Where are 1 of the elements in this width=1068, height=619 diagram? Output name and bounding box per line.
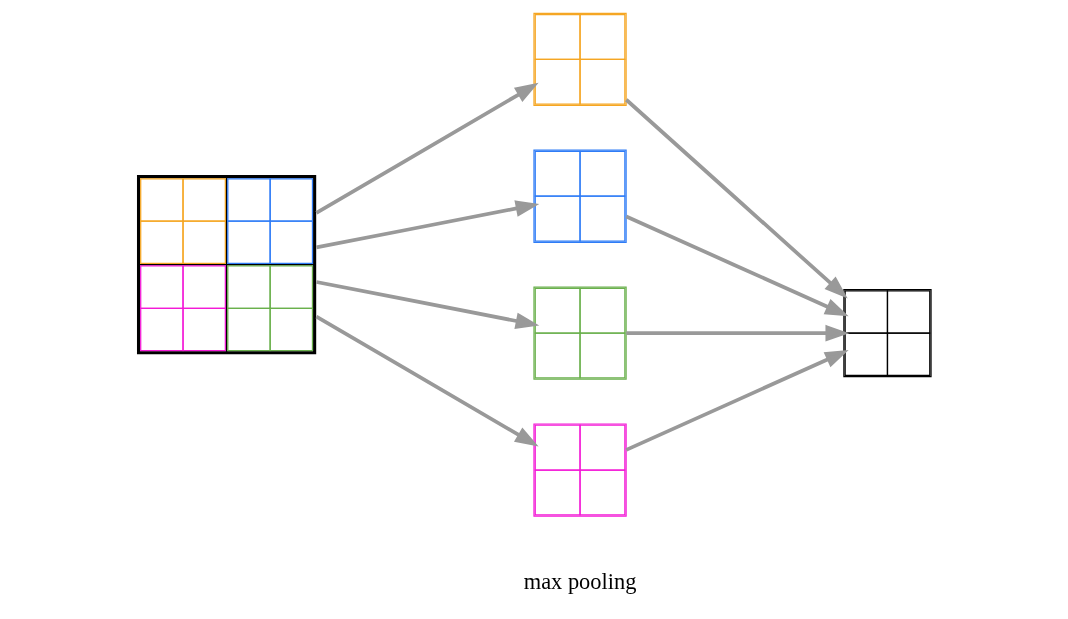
label: max pooling	[523, 568, 637, 594]
